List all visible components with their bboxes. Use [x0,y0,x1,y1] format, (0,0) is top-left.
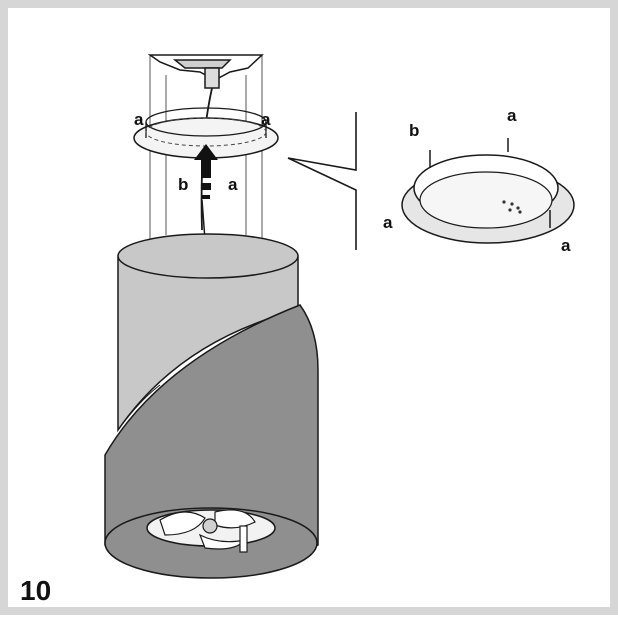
label-detail-left-a: a [383,213,393,232]
step-number: 10 [20,575,51,606]
label-lower-a: a [228,175,238,194]
fan-icon [159,509,256,553]
label-detail-right-a: a [561,236,571,255]
label-left-a: a [134,110,144,129]
trim-ring-detail [401,138,575,244]
label-right-a: a [261,110,271,129]
up-arrow-icon [194,144,218,199]
label-detail-top-a: a [507,106,517,125]
detail-callout [287,112,357,250]
label-detail-b: b [409,121,419,140]
label-lower-b: b [178,175,188,194]
